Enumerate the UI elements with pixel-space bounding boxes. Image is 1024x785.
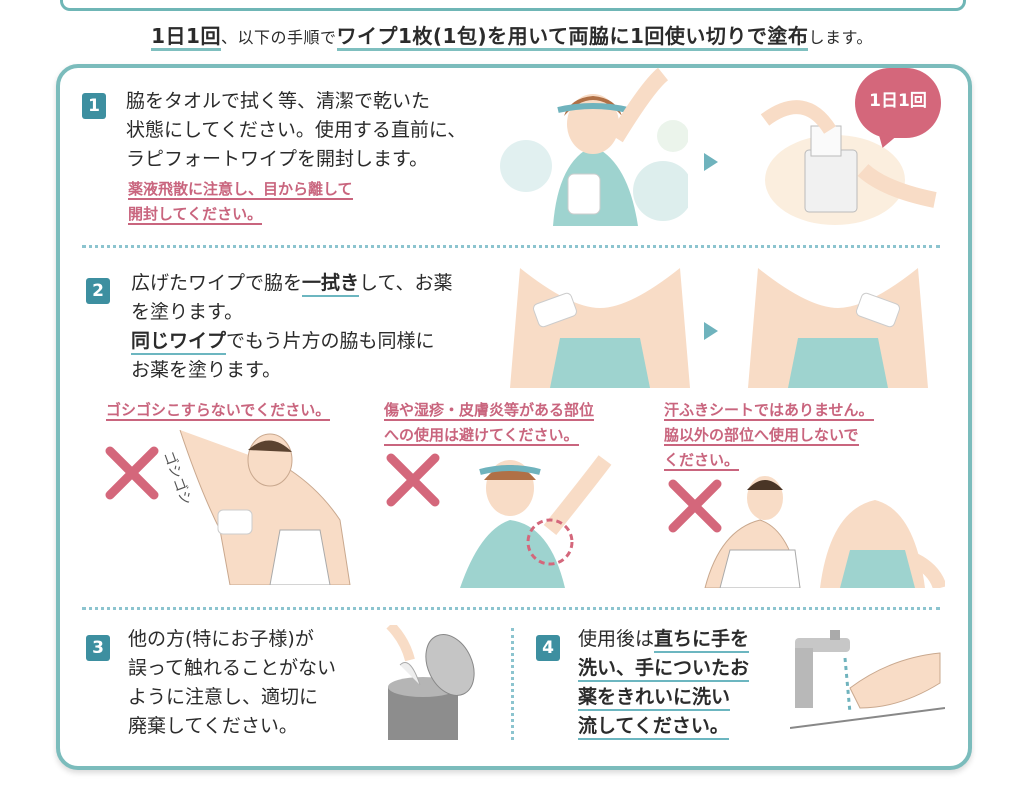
step-3-line: ように注意し、適切に	[128, 686, 319, 708]
step-2-line: お薬を塗ります。	[131, 359, 282, 381]
trash-bin-illustration	[386, 625, 475, 740]
cross-icon	[386, 453, 440, 507]
step-3-text: 他の方(特にお子様)が 誤って触れることがない ように注意し、適切に 廃棄してく…	[128, 625, 336, 741]
irritated-skin-illustration	[460, 455, 612, 588]
hand-washing-illustration	[790, 630, 945, 729]
step-4-emphasis: 直ちに手を	[654, 628, 750, 653]
caution-2-text: 傷や湿疹・皮膚炎等がある部位 への使用は避けてください。	[384, 398, 595, 448]
headline-text: 、以下の手順で	[220, 28, 337, 47]
step-1-warning-line: 薬液飛散に注意し、目から離して	[128, 180, 353, 200]
step-2-text: 広げたワイプで脇を一拭きして、お薬 を塗ります。 同じワイプでもう片方の脇も同様…	[131, 269, 453, 385]
step-4-number: 4	[536, 635, 560, 661]
vertical-divider	[511, 628, 514, 740]
caution-line: 脇以外の部位へ使用しないで	[664, 426, 859, 446]
apply-right-armpit-illustration	[748, 268, 928, 388]
caution-line: ください。	[664, 451, 740, 471]
headline-instruction: ワイプ1枚(1包)を用いて両脇に1回使い切りで塗布	[336, 24, 809, 51]
opening-packet-illustration	[760, 100, 937, 225]
step-2-arrow-icon	[704, 322, 718, 340]
step-1-arrow-icon	[704, 153, 718, 171]
step-1-line: ラピフォートワイプを開封します。	[126, 148, 429, 170]
once-daily-badge: 1日1回	[855, 68, 941, 138]
step-2-emphasis: 一拭き	[302, 272, 360, 297]
step-1-warning-line: 開封してください。	[128, 205, 263, 225]
divider	[82, 245, 940, 248]
step-3-number: 3	[86, 635, 110, 661]
step-2-text-part: でもう片方の脇も同様に	[226, 330, 435, 352]
step-3-line: 他の方(特にお子様)が	[128, 628, 314, 650]
step-2-emphasis: 同じワイプ	[131, 330, 227, 355]
step-2-number: 2	[86, 278, 110, 304]
step-3-line: 誤って触れることがない	[128, 657, 337, 679]
divider	[82, 607, 940, 610]
top-frame-edge	[60, 0, 966, 11]
caution-line: 傷や湿疹・皮膚炎等がある部位	[384, 401, 595, 421]
step-4-text-part: 使用後は	[578, 628, 655, 650]
wrong-body-parts-illustration	[704, 476, 945, 588]
step-4-emphasis: 流してください。	[578, 715, 729, 740]
step-4-text: 使用後は直ちに手を 洗い、手についたお 薬をきれいに洗い 流してください。	[578, 625, 750, 741]
step-2-line: を塗ります。	[131, 301, 244, 323]
caution-line: 汗ふきシートではありません。	[664, 401, 874, 421]
step-1-warning: 薬液飛散に注意し、目から離して 開封してください。	[128, 177, 353, 227]
headline-end: します。	[808, 28, 873, 47]
caution-1-text: ゴシゴシこすらないでください。	[106, 398, 331, 423]
step-1-line: 状態にしてください。使用する直前に、	[126, 119, 467, 141]
headline-frequency: 1日1回	[151, 24, 221, 51]
step-1-text: 脇をタオルで拭く等、清潔で乾いた 状態にしてください。使用する直前に、 ラピフォ…	[126, 87, 466, 174]
step-1-line: 脇をタオルで拭く等、清潔で乾いた	[126, 90, 431, 112]
apply-left-armpit-illustration	[510, 268, 690, 388]
caution-line: への使用は避けてください。	[384, 426, 579, 446]
usage-headline: 1日1回、以下の手順でワイプ1枚(1包)を用いて両脇に1回使い切りで塗布します。	[0, 20, 1024, 51]
caution-3-text: 汗ふきシートではありません。 脇以外の部位へ使用しないで ください。	[664, 398, 874, 473]
caution-line: ゴシゴシこすらないでください。	[106, 401, 331, 421]
wipe-armpit-illustration	[500, 67, 688, 226]
cross-icon	[105, 446, 159, 500]
step-1-number: 1	[82, 93, 106, 119]
rubbing-armpit-illustration	[179, 430, 351, 585]
step-4-emphasis: 洗い、手についたお	[578, 657, 750, 682]
cross-icon	[668, 479, 722, 533]
step-3-line: 廃棄してください。	[128, 715, 298, 737]
step-4-emphasis: 薬をきれいに洗い	[578, 686, 731, 711]
step-2-text-part: して、お薬	[359, 272, 453, 294]
step-2-text-part: 広げたワイプで脇を	[131, 272, 303, 294]
